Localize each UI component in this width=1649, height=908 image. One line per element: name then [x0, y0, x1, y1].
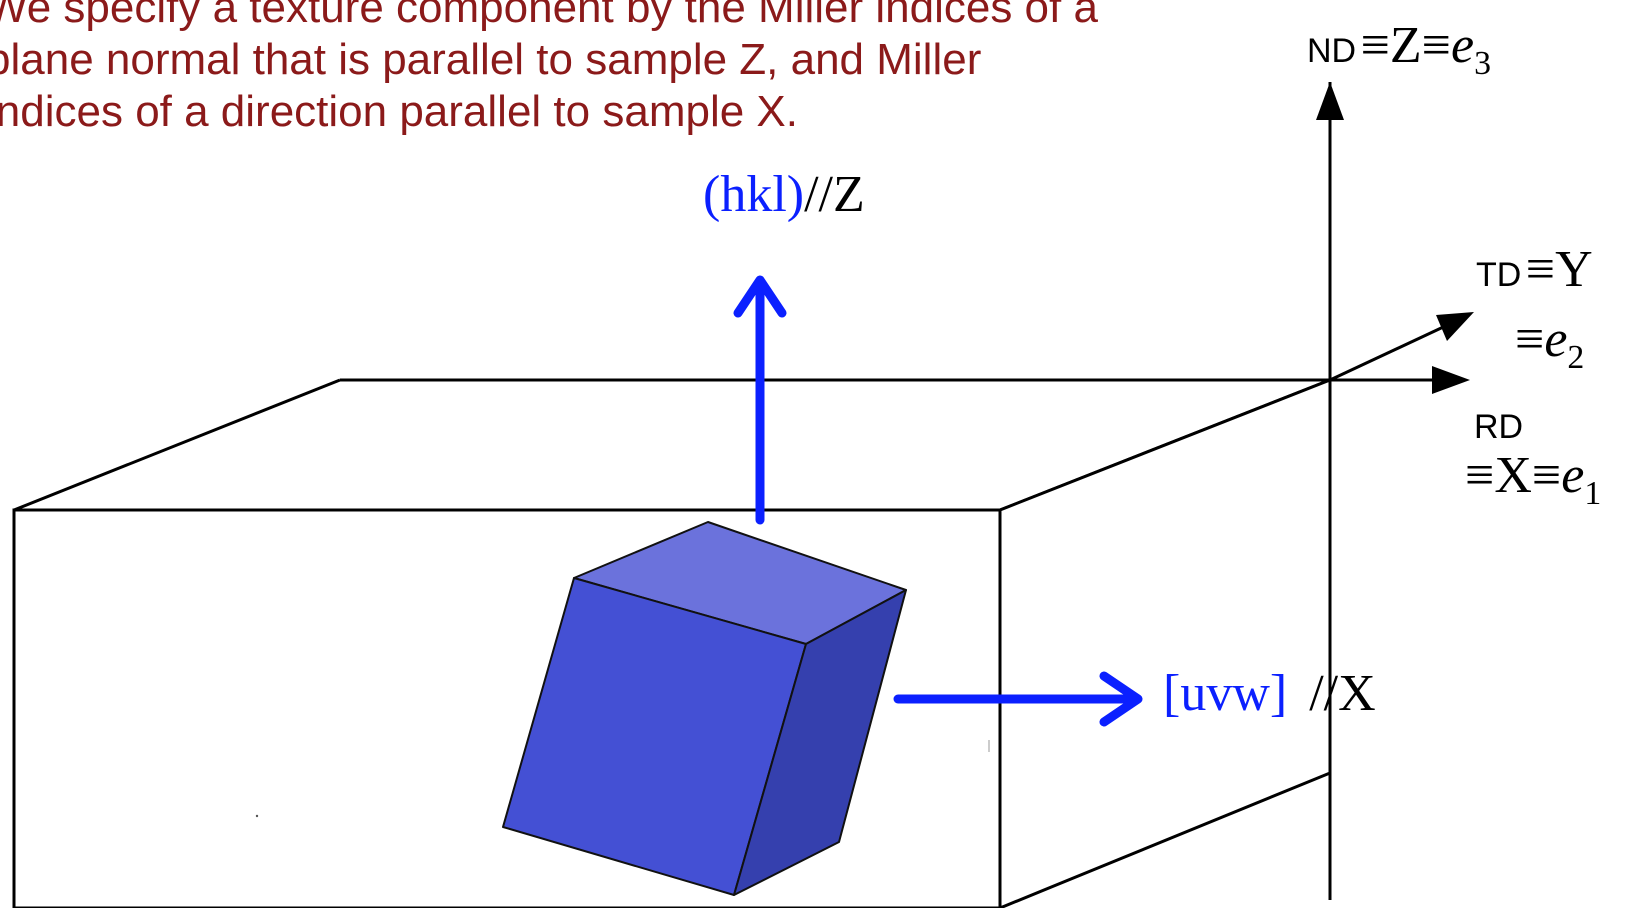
nd-arrowhead [1316, 82, 1344, 120]
nd-equiv: ≡Z≡ [1360, 17, 1451, 74]
sample-axes [1316, 82, 1474, 900]
rd-e: e1 [1561, 447, 1602, 512]
td-prefix: TD [1476, 256, 1522, 294]
nd-axis-label: ND ≡Z≡e3 [1307, 16, 1491, 83]
rd-prefix: RD [1474, 408, 1524, 446]
speck [255, 814, 259, 818]
uvw-text: [uvw] [1163, 665, 1288, 722]
hkl-arrowhead [733, 275, 787, 318]
rd-equiv: ≡X≡ [1465, 447, 1562, 504]
td-equiv: ≡Y [1525, 241, 1593, 298]
orientation-arrows [733, 275, 1143, 727]
hkl-text: (hkl) [703, 166, 805, 223]
td-e-label: ≡e2 [1515, 310, 1584, 377]
crystal-side-face [733, 589, 907, 896]
nd-e: e3 [1450, 17, 1491, 82]
caption: We specify a texture component by the Mi… [0, 0, 1216, 138]
rd-axis-label: ≡X≡e1 [1465, 446, 1601, 513]
hkl-label: (hkl)//Z [703, 165, 865, 224]
slab-top-left-edge [13, 378, 341, 512]
td-axis-label: TD ≡Y [1476, 240, 1593, 299]
td-arrowhead [1436, 312, 1474, 341]
td-e: e2 [1544, 311, 1585, 376]
uvw-label: [uvw] //X [1163, 664, 1376, 723]
slab-side-face [998, 377, 1332, 908]
rd-arrowhead [1432, 366, 1470, 394]
nd-prefix: ND [1307, 32, 1357, 70]
caption-line-1: We specify a texture component by the Mi… [0, 0, 1098, 32]
caption-line-2: plane normal that is parallel to sample … [0, 35, 982, 84]
uvw-suffix: //X [1309, 665, 1376, 722]
uvw-arrowhead [1099, 671, 1143, 727]
td-equiv2: ≡ [1515, 311, 1545, 368]
crystal-cube [502, 521, 907, 896]
hkl-suffix: //Z [804, 166, 865, 223]
caption-line-3: indices of a direction parallel to sampl… [0, 87, 798, 136]
td-axis [1329, 320, 1455, 382]
